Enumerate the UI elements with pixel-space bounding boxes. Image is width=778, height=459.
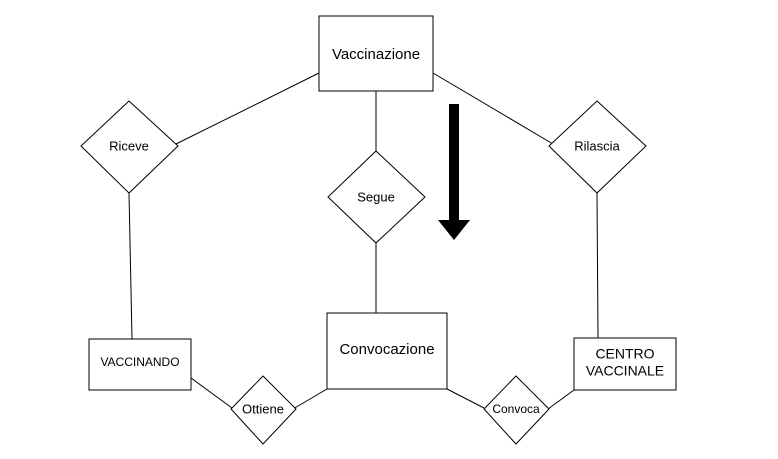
entity-centro-vaccinale-box (573, 337, 677, 391)
relationship-ottiene-label: Ottiene (242, 401, 284, 416)
line-vaccinazione-rilascia (432, 72, 554, 145)
arrow-shaft (449, 104, 459, 222)
relationship-ottiene[interactable]: Ottiene (230, 375, 297, 445)
entity-vaccinando-box (88, 338, 192, 391)
relationship-ottiene-diamond (230, 375, 297, 445)
entity-vaccinazione[interactable]: Vaccinazione (318, 15, 434, 92)
relationship-rilascia-label: Rilascia (574, 138, 620, 153)
entity-centro-vaccinale-label-line2: VACCINALE (586, 363, 664, 379)
relationship-segue-diamond (327, 150, 426, 244)
relationship-convoca[interactable]: Convoca (483, 375, 550, 445)
relationship-rilascia-diamond (548, 100, 647, 194)
connectors (128, 72, 599, 410)
line-convocazione-convoca (446, 388, 485, 409)
relationship-riceve-label: Riceve (109, 138, 149, 153)
line-riceve-vaccinando (128, 192, 133, 340)
entity-vaccinando[interactable]: VACCINANDO (88, 338, 192, 391)
line-vaccinazione-riceve (175, 72, 320, 145)
line-convoca-centro-vaccinale (547, 389, 575, 410)
entity-centro-vaccinale-label-line1: CENTRO (595, 346, 654, 362)
entity-centro-vaccinale[interactable]: CENTRO VACCINALE (573, 337, 677, 391)
relationship-riceve-diamond (80, 100, 179, 194)
relationship-segue[interactable]: Segue (327, 150, 426, 244)
entity-convocazione[interactable]: Convocazione (326, 312, 448, 390)
down-arrow-icon (438, 104, 470, 240)
arrow-head (438, 220, 470, 240)
line-ottiene-convocazione (292, 388, 328, 410)
entity-convocazione-box (326, 312, 448, 390)
relationship-rilascia[interactable]: Rilascia (548, 100, 647, 194)
entity-vaccinando-label: VACCINANDO (100, 355, 179, 369)
relationship-segue-label: Segue (357, 189, 395, 204)
line-rilascia-centro-vaccinale (596, 192, 599, 339)
entity-vaccinazione-label: Vaccinazione (332, 46, 420, 63)
relationship-riceve[interactable]: Riceve (80, 100, 179, 194)
entity-vaccinazione-box (318, 15, 434, 92)
relationship-convoca-diamond (483, 375, 550, 445)
relationship-convoca-label: Convoca (492, 402, 540, 416)
entity-convocazione-label: Convocazione (339, 341, 434, 358)
line-vaccinando-ottiene (190, 377, 233, 409)
